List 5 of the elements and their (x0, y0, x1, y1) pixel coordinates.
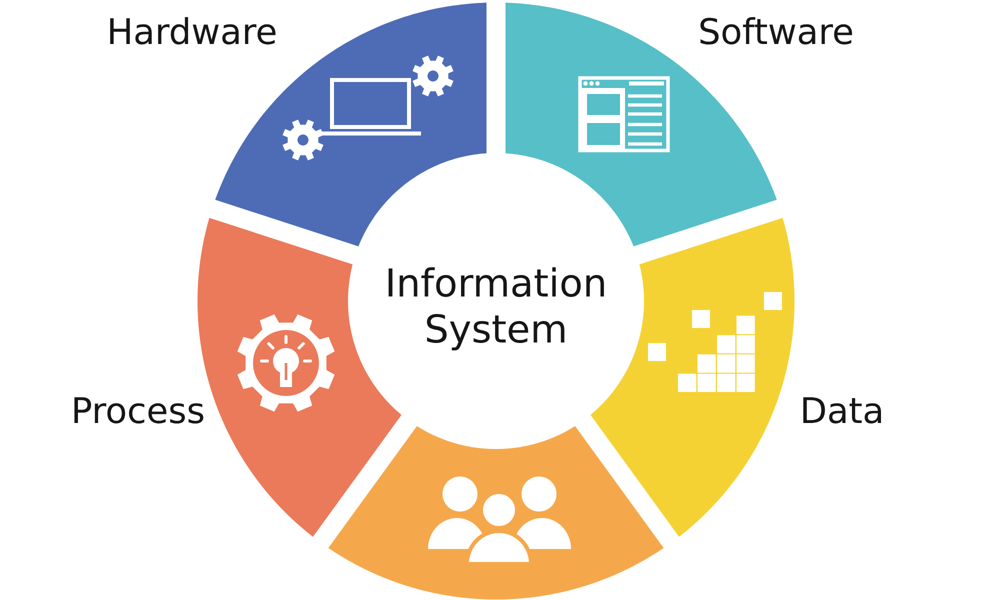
segment-label: Hardware (110, 17, 276, 44)
segment-label: Process (74, 397, 204, 424)
segment-label: Software (700, 17, 852, 44)
segment-label: Data (803, 397, 881, 424)
center-label: Information System (388, 267, 604, 350)
